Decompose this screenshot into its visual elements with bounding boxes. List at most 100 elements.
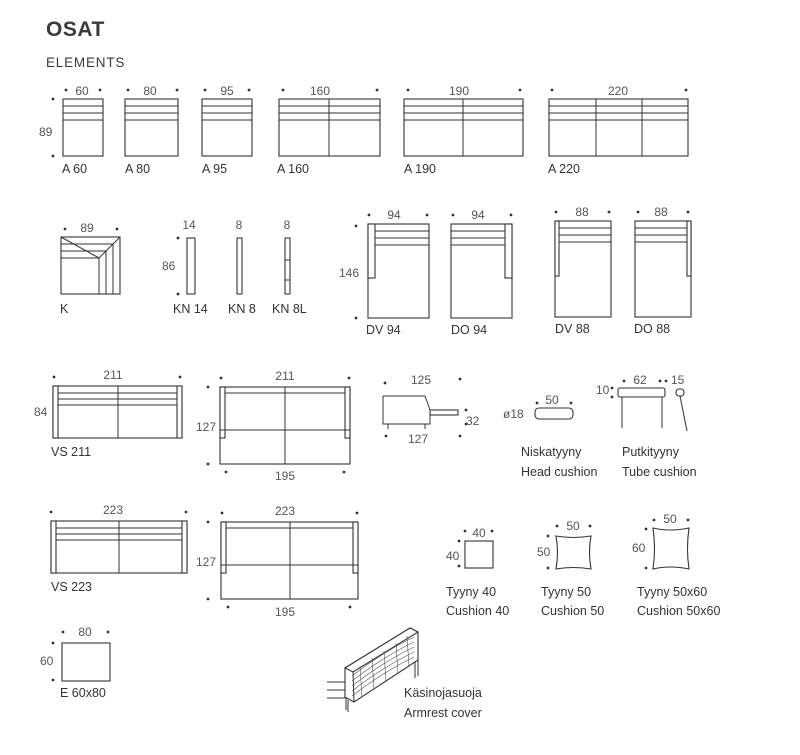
width-dimension: 94 [471, 208, 485, 222]
chaise-outline [634, 220, 692, 318]
width-dimension: 8 [284, 218, 291, 232]
height-dimension: 146 [339, 266, 359, 280]
cushion-50: 50 50 Tyyny 50 Cushion 50 [537, 519, 604, 618]
module-a190: 190 A 190 [403, 84, 524, 176]
module-label: K [60, 302, 69, 316]
module-kn8: 8 KN 8 [228, 218, 256, 316]
width-dimension: 160 [310, 84, 330, 98]
width-dimension: 211 [275, 369, 294, 383]
height-dimension: 40 [446, 549, 460, 563]
width-dimension: 50 [663, 512, 677, 526]
height-dimension: 89 [39, 125, 53, 139]
width-dimension: 8 [236, 218, 243, 232]
height-dimension: 84 [34, 405, 48, 419]
cushion-outline [652, 527, 690, 570]
module-a95: 95 A 95 [201, 84, 253, 176]
label-en: Cushion 40 [446, 604, 509, 618]
height-dimension: 50 [537, 545, 551, 559]
width-dimension: 223 [275, 504, 295, 518]
inner-width-dimension: 195 [275, 605, 295, 619]
module-do94: 94 DO 94 [450, 208, 513, 337]
module-label: A 190 [404, 162, 436, 176]
armrest-outline [186, 237, 196, 295]
width-dimension: 50 [545, 393, 559, 407]
label-fi: Käsinojasuoja [404, 686, 482, 700]
ottoman-outline [61, 642, 111, 682]
module-a160: 160 A 160 [277, 84, 381, 176]
height-dimension: 86 [162, 259, 176, 273]
width-dimension: 88 [575, 205, 589, 219]
label-en: Armrest cover [404, 706, 482, 720]
module-vs211: 211 84 VS 211 [34, 368, 183, 459]
seat-outline [201, 98, 253, 157]
module-bed211: 211 127 195 [196, 369, 351, 483]
module-label: KN 8L [272, 302, 307, 316]
width-dimension: 62 [633, 373, 647, 387]
label-fi: Niskatyyny [521, 445, 582, 459]
module-kn8l: 8 KN 8L [272, 218, 307, 316]
module-label: E 60x80 [60, 686, 106, 700]
width-dimension: 89 [80, 221, 94, 235]
cushion-outline [617, 387, 666, 398]
label-fi: Tyyny 40 [446, 585, 496, 599]
module-label: KN 14 [173, 302, 208, 316]
module-label: VS 223 [51, 580, 92, 594]
module-vs223: 223 VS 223 [49, 503, 188, 594]
module-e6080: 80 60 E 60x80 [40, 625, 111, 700]
tube-cushion: 62 10 15 Putkityyny Tube cushion [596, 373, 697, 479]
height-dimension: 127 [196, 420, 216, 434]
page-subtitle: ELEMENTS [46, 55, 125, 70]
cushion-50x60: 50 60 Tyyny 50x60 Cushion 50x60 [632, 512, 720, 618]
page-title: OSAT [46, 18, 105, 41]
armrest-outline [284, 237, 291, 295]
seat-outline [62, 98, 104, 157]
module-label: A 160 [277, 162, 309, 176]
width-dimension: 88 [654, 205, 668, 219]
seat-outline [548, 98, 689, 157]
cushion-outline [464, 540, 494, 569]
head-cushion: 50 ø18 Niskatyyny Head cushion [503, 393, 597, 479]
chaise-outline [367, 223, 430, 319]
module-label: DV 94 [366, 323, 401, 337]
label-en: Cushion 50x60 [637, 604, 720, 618]
width-dimension: 14 [182, 218, 196, 232]
cushion-outline [555, 535, 592, 570]
module-label: DO 94 [451, 323, 487, 337]
module-dv94: 94 146 DV 94 [339, 208, 430, 337]
width-dimension: 40 [472, 526, 486, 540]
inner-width-dimension: 195 [275, 469, 295, 483]
module-label: DO 88 [634, 322, 670, 336]
seat-outline [124, 98, 179, 157]
width-dimension: 223 [103, 503, 123, 517]
height-dimension: 60 [632, 541, 646, 555]
module-label: DV 88 [555, 322, 590, 336]
label-en: Tube cushion [622, 465, 697, 479]
width-dimension: 50 [566, 519, 580, 533]
module-a80: 80 A 80 [124, 84, 179, 176]
label-en: Head cushion [521, 465, 597, 479]
module-a60: 60 89 A 60 [39, 84, 104, 176]
chaise-outline [554, 220, 612, 318]
cushion-40: 40 40 Tyyny 40 Cushion 40 [446, 526, 509, 618]
armrest-outline [236, 237, 243, 295]
module-label: KN 8 [228, 302, 256, 316]
width-dimension: 95 [220, 84, 234, 98]
label-fi: Tyyny 50x60 [637, 585, 707, 599]
depth-dimension: 15 [671, 373, 685, 387]
height-dimension: 32 [466, 414, 480, 428]
height-dimension: 10 [596, 383, 610, 397]
width-dimension: 211 [103, 368, 122, 382]
module-k: 89 K [60, 221, 121, 316]
label-fi: Putkityyny [622, 445, 680, 459]
chaise-outline [450, 223, 513, 319]
label-fi: Tyyny 50 [541, 585, 591, 599]
module-a220: 220 A 220 [548, 84, 689, 176]
module-dv88: 88 DV 88 [554, 205, 612, 336]
width-dimension: 80 [78, 625, 92, 639]
diameter-dimension: ø18 [503, 407, 524, 421]
width-dimension: 125 [411, 373, 431, 387]
height-dimension: 127 [196, 555, 216, 569]
module-label: VS 211 [51, 445, 91, 459]
width-dimension: 60 [75, 84, 89, 98]
